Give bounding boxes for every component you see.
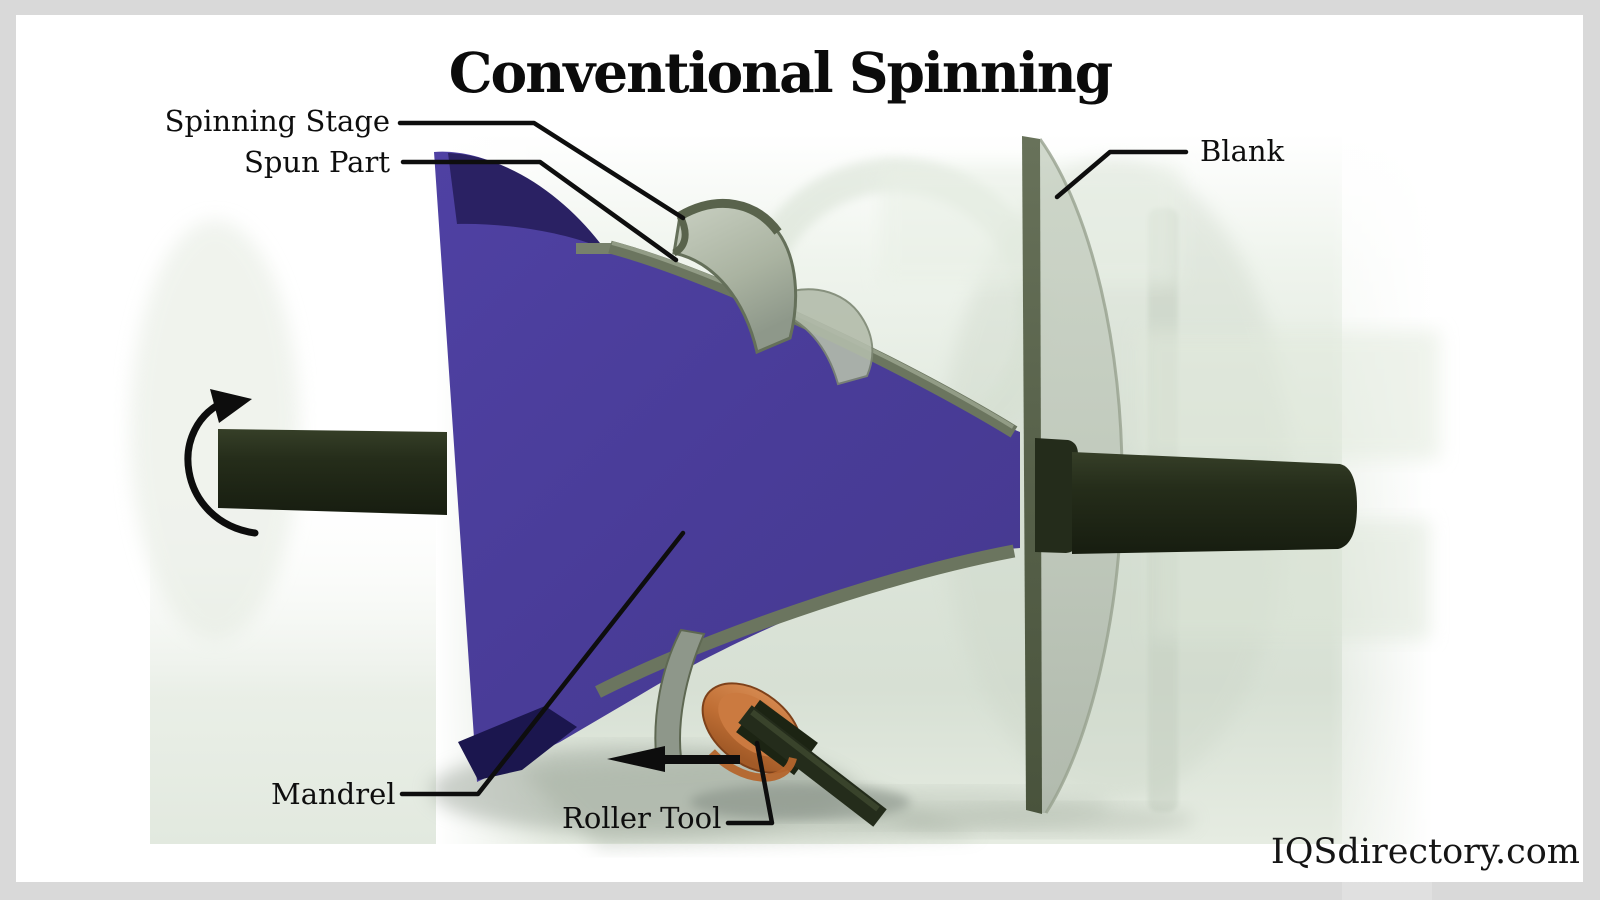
leader-blank	[1054, 149, 1189, 200]
drive-shaft-left	[218, 429, 447, 515]
blank-edge	[1022, 136, 1042, 814]
label-blank: Blank	[1200, 134, 1285, 168]
leader-spinning-stage	[397, 120, 686, 221]
label-spinning-stage: Spinning Stage	[164, 104, 390, 138]
label-mandrel: Mandrel	[271, 777, 396, 811]
spun-part-inner-dome	[448, 153, 600, 246]
rotation-arrow-icon	[184, 389, 259, 537]
feed-arrow-icon	[607, 746, 740, 772]
leader-roller-tool	[725, 740, 775, 826]
roller-tool	[701, 682, 887, 827]
diagram-title: Conventional Spinning	[448, 40, 1113, 105]
leader-lines	[397, 120, 1189, 826]
watermark: IQSdirectory.com	[1270, 832, 1580, 872]
spinning-stage-flange	[672, 199, 874, 386]
leader-mandrel	[399, 530, 686, 797]
drive-shaft-right	[1035, 438, 1357, 554]
label-spun-part: Spun Part	[243, 145, 390, 179]
label-roller-tool: Roller Tool	[562, 801, 722, 835]
leader-spun-part	[400, 159, 679, 263]
